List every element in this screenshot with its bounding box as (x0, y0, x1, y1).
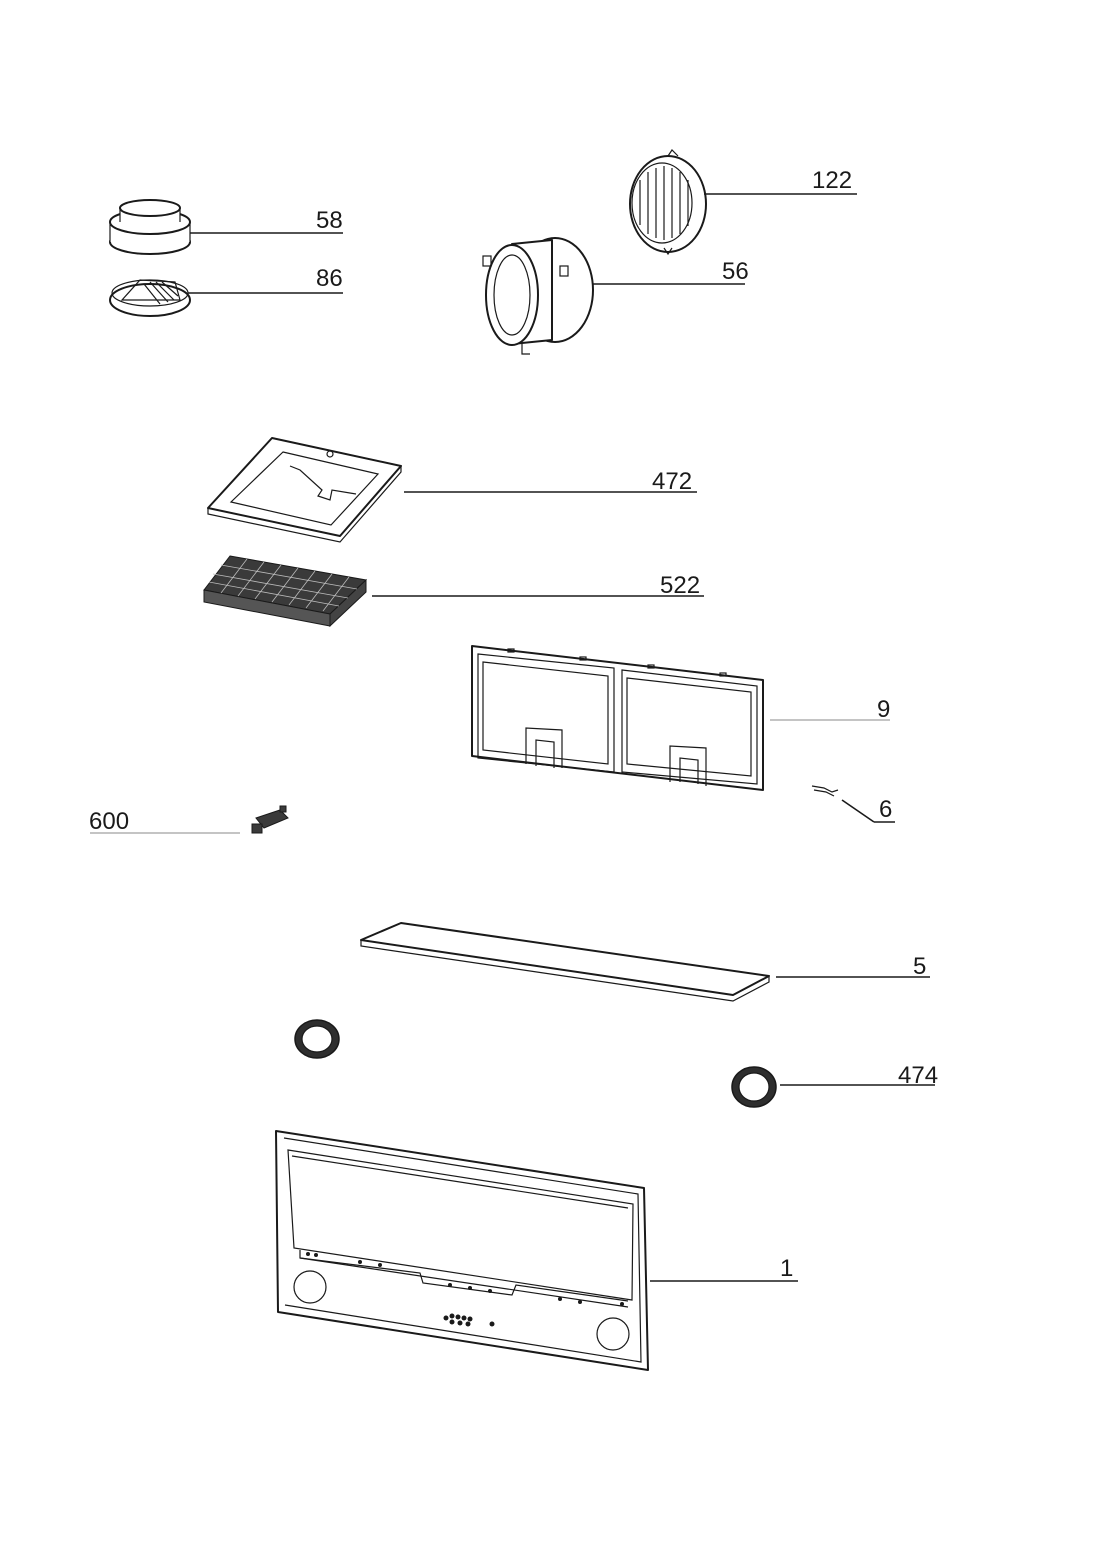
part-472-filter-frame: 472 (207, 437, 697, 543)
part-522-carbon-filter: 522 (203, 555, 704, 628)
label-474: 474 (898, 1062, 938, 1089)
label-600: 600 (89, 808, 129, 835)
part-122-vent-grille: 122 (629, 149, 857, 256)
part-6-clip: 6 (811, 785, 895, 823)
part-58-duct-adapter: 58 (109, 199, 343, 255)
label-58: 58 (316, 207, 343, 234)
part-5-glass-panel: 5 (360, 922, 930, 1002)
part-474-lamp-ring-right: 474 (731, 1062, 938, 1108)
part-9-grease-filter: 9 (471, 645, 890, 791)
label-472: 472 (652, 468, 692, 495)
label-6: 6 (879, 796, 892, 823)
label-122: 122 (812, 167, 852, 194)
label-86: 86 (316, 265, 343, 292)
label-5: 5 (913, 953, 926, 980)
part-86-backflow-damper: 86 (109, 265, 343, 317)
label-9: 9 (877, 696, 890, 723)
part-474-lamp-ring-left (294, 1019, 340, 1059)
part-56-duct-collar: 56 (482, 237, 749, 355)
label-522: 522 (660, 572, 700, 599)
part-600-connector: 600 (89, 805, 289, 835)
label-56: 56 (722, 258, 749, 285)
part-1-front-frame: 1 (275, 1130, 798, 1371)
label-1: 1 (780, 1255, 793, 1282)
